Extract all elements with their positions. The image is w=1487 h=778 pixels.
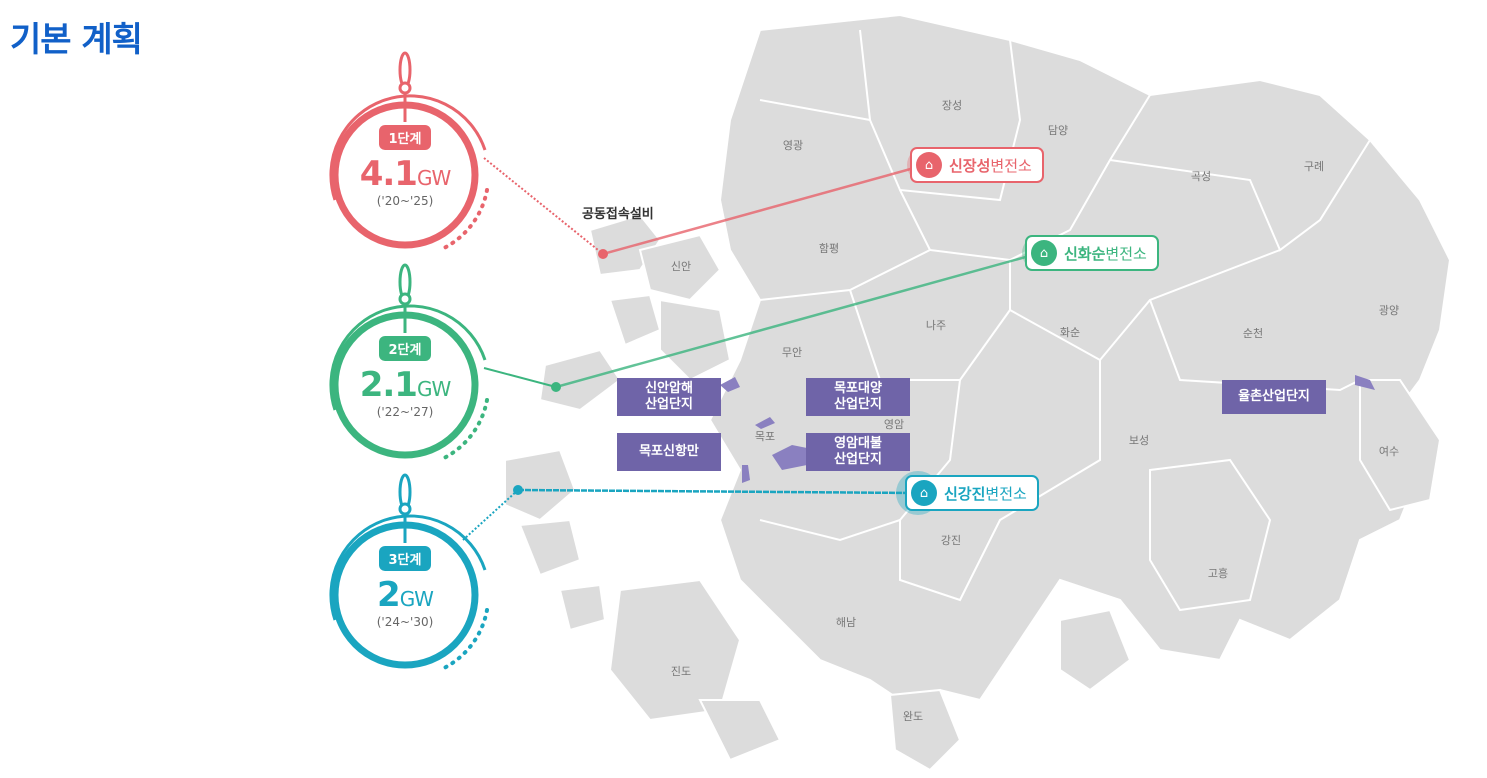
period: ('20~'25) [376, 194, 434, 208]
period: ('22~'27) [376, 405, 434, 419]
region-label: 진도 [670, 665, 692, 678]
stage-badge: 2단계 [378, 336, 432, 361]
stage-3: 3단계 2GW ('24~'30) [320, 546, 490, 629]
capacity-value: 2 [377, 575, 401, 615]
stage-badge: 3단계 [378, 546, 432, 571]
region-label: 목포 [754, 430, 776, 443]
industrial-complex: 영암대불 산업단지 [806, 433, 910, 471]
region-label: 광양 [1378, 304, 1400, 317]
stage-2: 2단계 2.1GW ('22~'27) [320, 336, 490, 419]
region-label: 해남 [835, 616, 857, 629]
region-label: 강진 [940, 534, 962, 547]
wind-turbine-icon [398, 51, 412, 543]
capacity-value: 4.1 [359, 154, 418, 194]
region-label: 화순 [1059, 326, 1081, 339]
stage-badge: 1단계 [378, 125, 432, 150]
substation-name: 신장성 [949, 156, 991, 175]
region-label: 장성 [941, 99, 963, 112]
mainland [708, 13, 1452, 702]
capacity-unit: GW [416, 166, 451, 190]
region-label: 여수 [1378, 445, 1400, 458]
capacity-unit: GW [399, 587, 434, 611]
substation-icon: ⌂ [1031, 240, 1057, 266]
region-label: 영광 [782, 139, 804, 152]
region-label: 함평 [818, 242, 840, 255]
stage-1: 1단계 4.1GW ('20~'25) [320, 125, 490, 208]
region-label: 보성 [1128, 434, 1150, 447]
region-label: 완도 [902, 710, 924, 723]
substation-icon: ⌂ [911, 480, 937, 506]
capacity-value: 2.1 [359, 365, 418, 405]
region-label: 신안 [670, 260, 692, 273]
period: ('24~'30) [376, 615, 434, 629]
region-label: 고흥 [1207, 567, 1229, 580]
substation-name: 신강진 [944, 484, 986, 503]
region-label: 구례 [1303, 160, 1325, 173]
substation-name: 신화순 [1064, 244, 1106, 263]
capacity-unit: GW [416, 377, 451, 401]
industrial-complex: 목포신항만 [617, 433, 721, 471]
industrial-complex: 율촌산업단지 [1222, 380, 1326, 414]
industrial-complex: 신안압해 산업단지 [617, 378, 721, 416]
region-label: 무안 [781, 346, 803, 359]
region-label: 곡성 [1190, 170, 1212, 183]
industrial-complex: 목포대양 산업단지 [806, 378, 910, 416]
region-label: 나주 [925, 319, 947, 332]
region-label: 영암 [883, 418, 905, 431]
page-title: 기본 계획 [10, 20, 143, 60]
substation-icon: ⌂ [916, 152, 942, 178]
substation-suffix: 변전소 [1105, 244, 1147, 263]
substation-suffix: 변전소 [985, 484, 1027, 503]
region-label: 담양 [1047, 124, 1069, 137]
substation-suffix: 변전소 [990, 156, 1032, 175]
common-connection-label: 공동접속설비 [582, 207, 654, 222]
region-label: 순천 [1242, 327, 1264, 340]
